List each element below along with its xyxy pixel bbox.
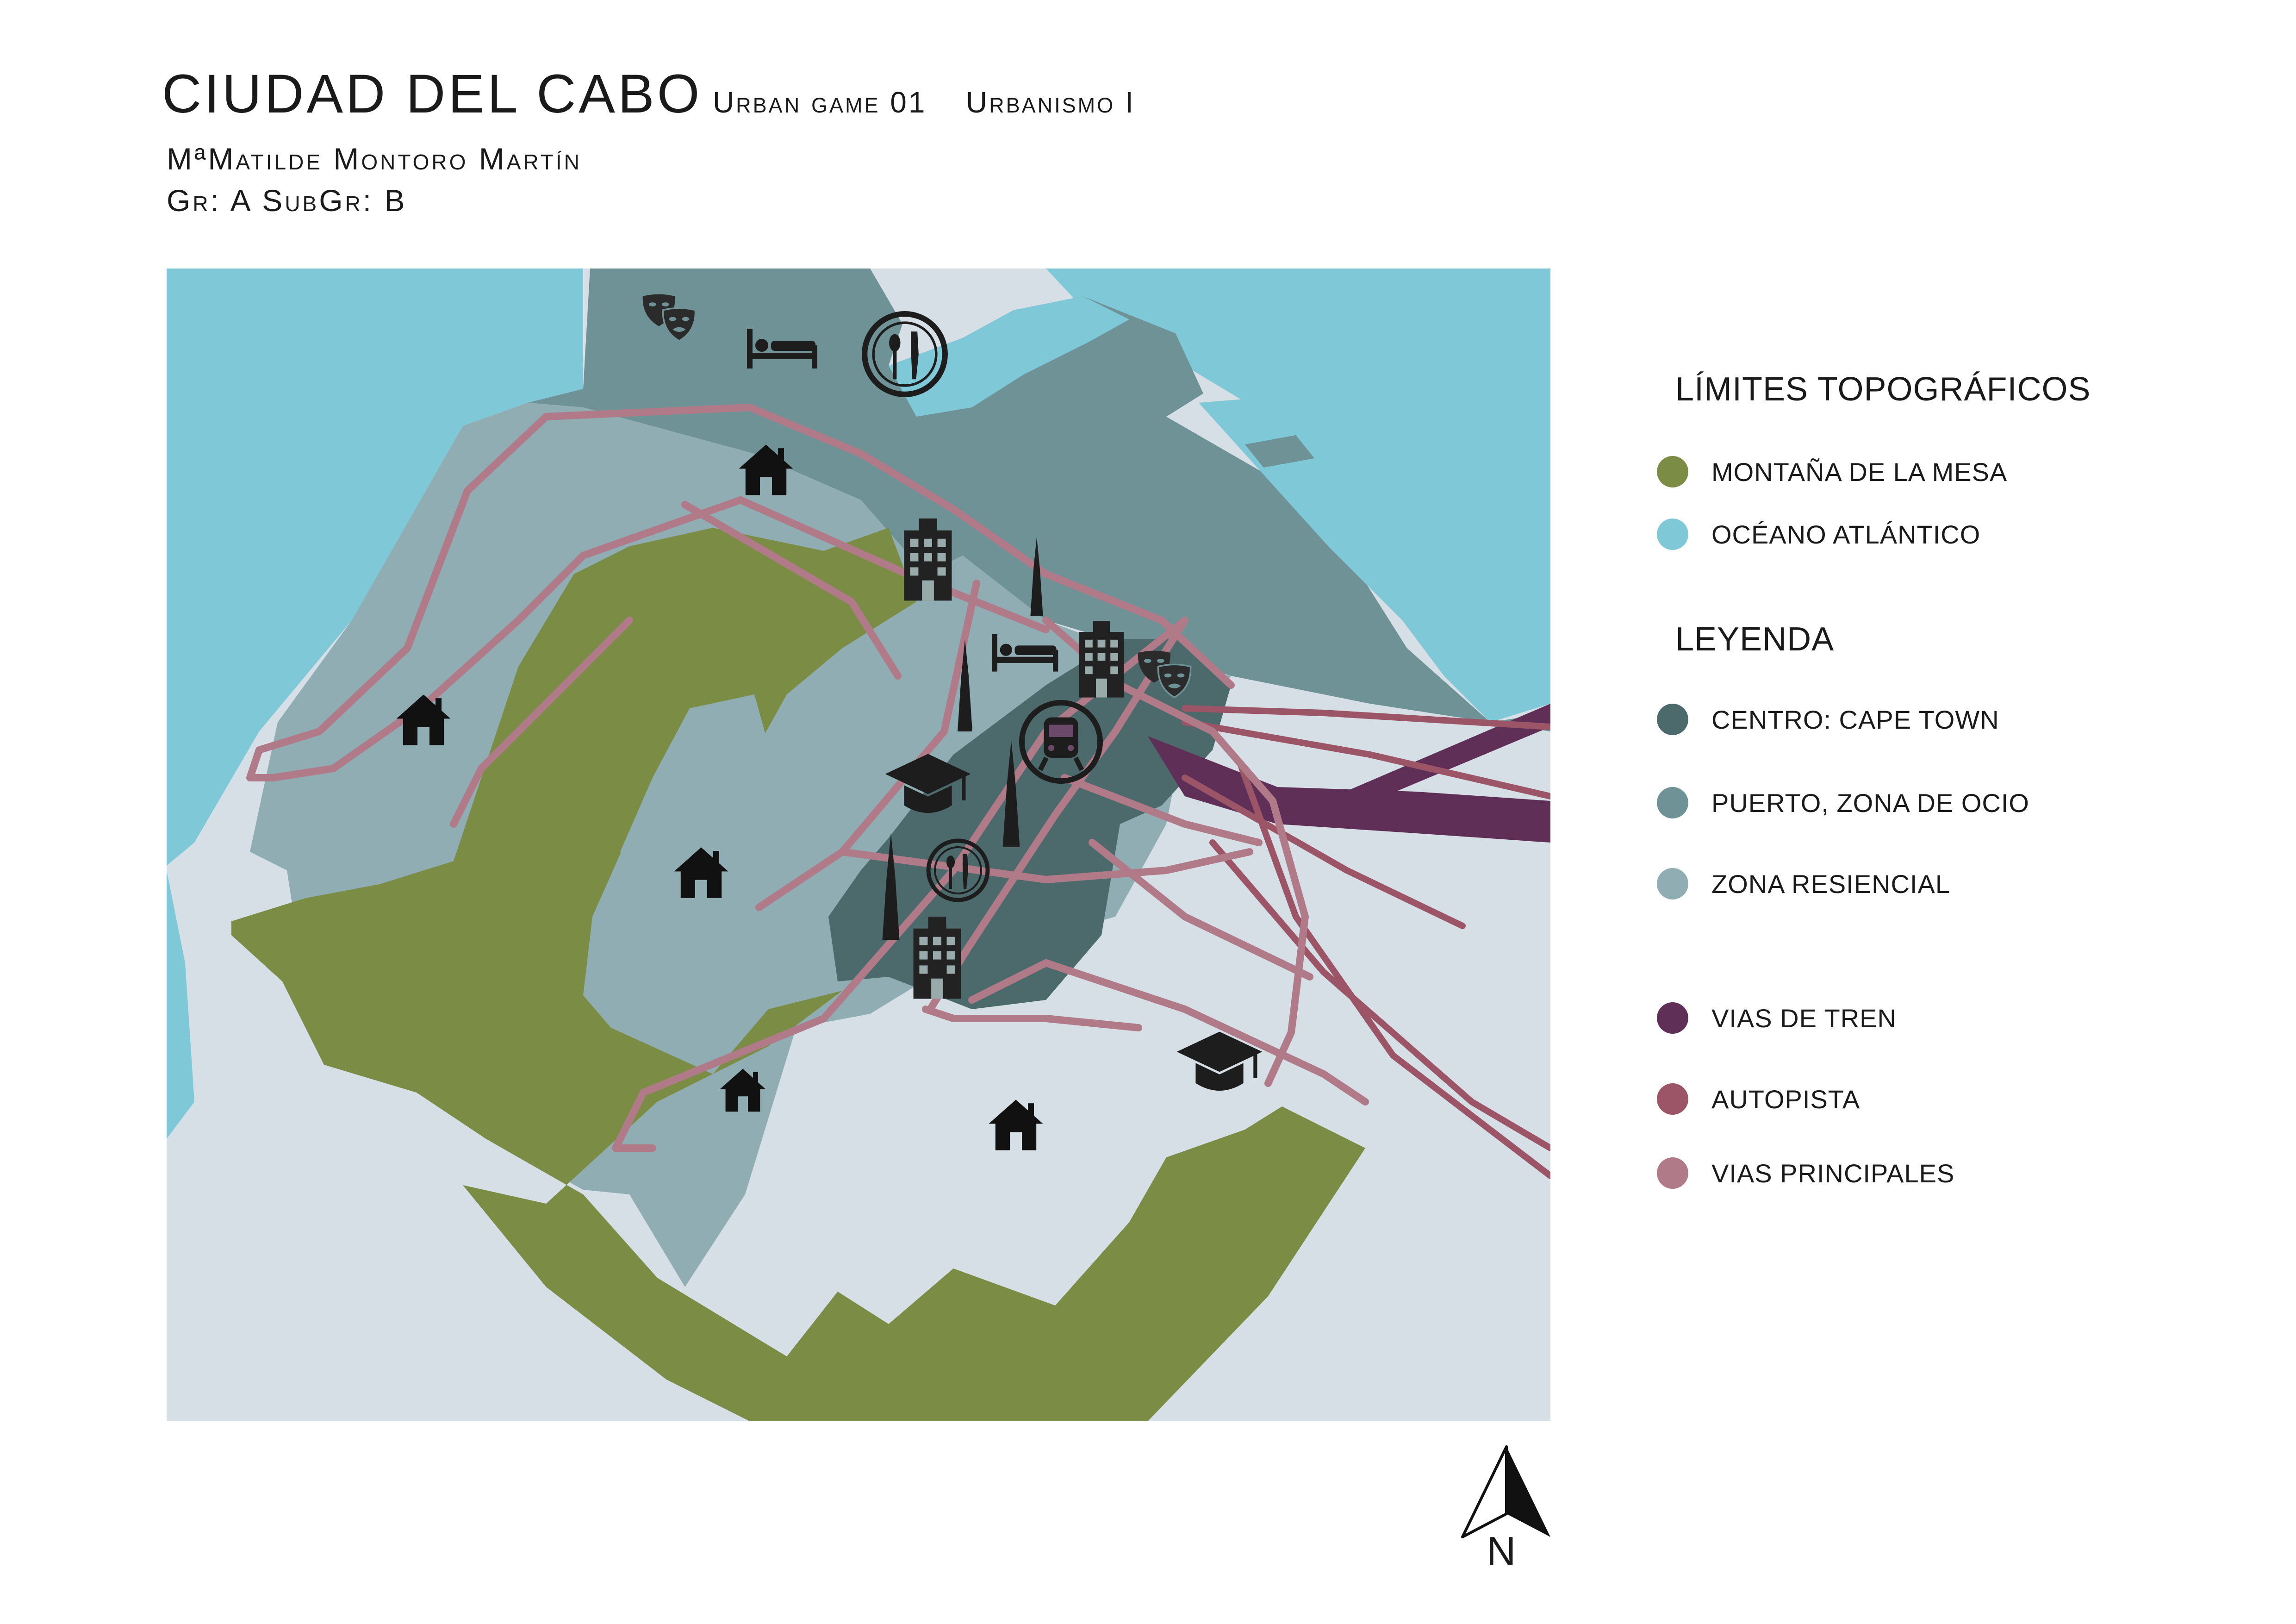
legend-item-main-roads: VIAS PRINCIPALES: [1657, 1157, 1954, 1189]
legend-label: ZONA RESIENCIAL: [1711, 869, 1951, 899]
subtitle: Urban game 01: [712, 86, 927, 119]
legend-label: CENTRO: CAPE TOWN: [1711, 705, 1999, 734]
course-name: Urbanismo I: [965, 86, 1135, 119]
group-info: Gr: A SubGr: B: [167, 183, 407, 218]
hospital-building-icon: [1079, 621, 1124, 698]
legend-label: MONTAÑA DE LA MESA: [1711, 457, 2008, 487]
roads-swatch: [1657, 1157, 1688, 1189]
table-mountain: [231, 528, 1365, 1421]
legend-item-ocean: OCÉANO ATLÁNTICO: [1657, 518, 1980, 550]
city-map[interactable]: [167, 269, 1550, 1421]
legend-label: VIAS DE TREN: [1711, 1003, 1897, 1033]
legend-label: OCÉANO ATLÁNTICO: [1711, 519, 1981, 549]
north-arrow-icon: [1461, 1445, 1550, 1538]
highways: [1182, 705, 1550, 1179]
legend-heading: LEYENDA: [1675, 621, 1835, 658]
legend-item-highway: AUTOPISTA: [1657, 1083, 1860, 1115]
map-title: CIUDAD DEL CABO: [162, 63, 703, 125]
legend-item-residential: ZONA RESIENCIAL: [1657, 868, 1950, 899]
ocean-area: [167, 269, 583, 866]
legend-item-rail: VIAS DE TREN: [1657, 1002, 1897, 1034]
legend-label: AUTOPISTA: [1711, 1084, 1860, 1114]
hospital-building-icon: [913, 917, 961, 999]
legend-item-center: CENTRO: CAPE TOWN: [1657, 704, 1999, 735]
highway-swatch: [1657, 1083, 1688, 1115]
port-swatch: [1657, 787, 1688, 818]
hospital-building-icon: [904, 518, 952, 601]
legend-label: PUERTO, ZONA DE OCIO: [1711, 788, 2029, 818]
legend-heading-topography: LÍMITES TOPOGRÁFICOS: [1675, 371, 2091, 408]
rail-lines: [1148, 736, 1550, 843]
map-svg: [167, 269, 1550, 1421]
legend-label: VIAS PRINCIPALES: [1711, 1158, 1955, 1188]
port-zone: [528, 269, 1550, 731]
legend-item-port: PUERTO, ZONA DE OCIO: [1657, 787, 2029, 818]
legend-item-mountain: MONTAÑA DE LA MESA: [1657, 456, 2007, 487]
author-name: MªMatilde Montoro Martín: [167, 142, 582, 176]
title-block: CIUDAD DEL CABO Urban game 01 Urbanismo …: [162, 62, 1135, 125]
mountain-swatch: [1657, 456, 1688, 487]
ocean-swatch: [1657, 518, 1688, 550]
center-swatch: [1657, 704, 1688, 735]
north-label: N: [1487, 1528, 1516, 1574]
rail-swatch: [1657, 1002, 1688, 1034]
residential-swatch: [1657, 868, 1688, 899]
